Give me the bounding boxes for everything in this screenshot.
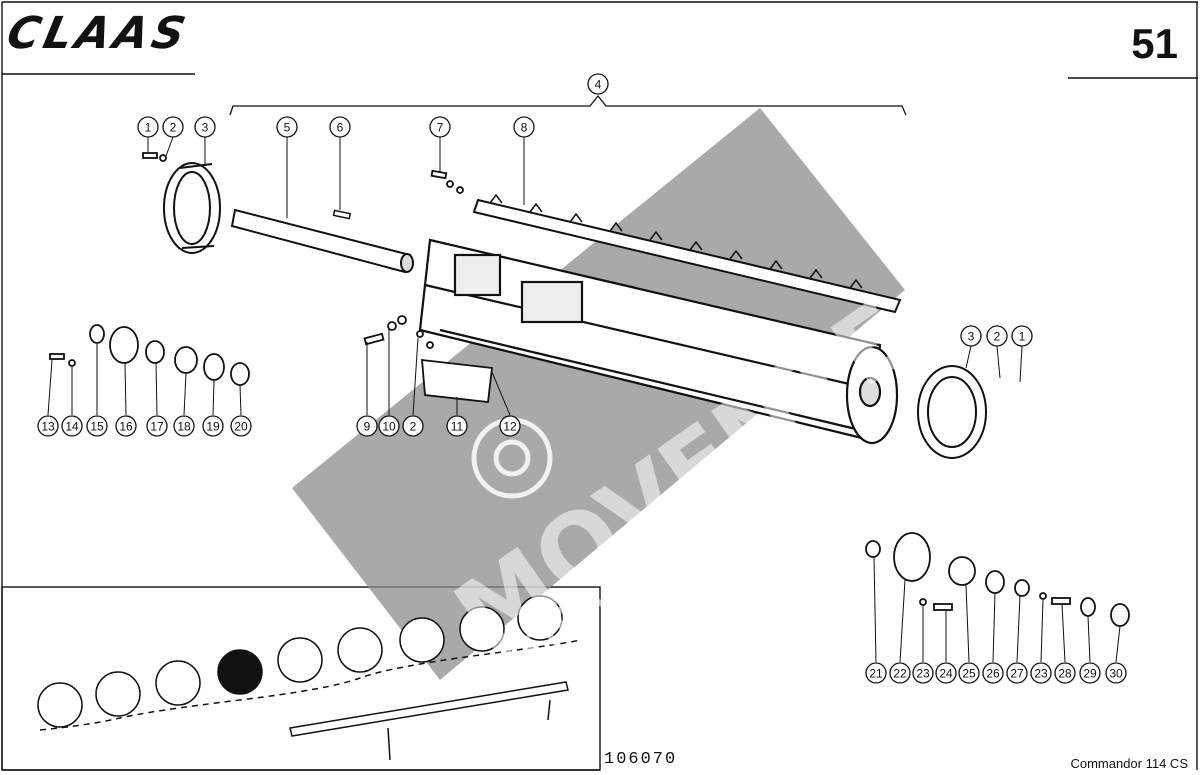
callout-left-group-15: 15 (86, 415, 108, 437)
callout-label: 15 (90, 420, 104, 434)
callout-label: 2 (170, 121, 177, 135)
callout-label: 2 (410, 420, 417, 434)
page-number: 51 (1131, 20, 1178, 67)
callout-label: 30 (1109, 667, 1123, 681)
callout-bottom-right-group-23: 23 (912, 662, 934, 684)
callout-label: 10 (382, 420, 396, 434)
group-4-bracket (229, 94, 907, 116)
callout-top-8: 8 (513, 116, 535, 138)
callout-label: 27 (1010, 667, 1024, 681)
callout-left-group-14: 14 (61, 415, 83, 437)
callout-right-group-3: 3 (960, 325, 982, 347)
callout-label: 2 (994, 330, 1001, 344)
callout-left-group-18: 18 (173, 415, 195, 437)
callout-label: 16 (119, 420, 133, 434)
callout-label: 14 (65, 420, 79, 434)
callout-top-7: 7 (429, 116, 451, 138)
callout-top-5: 5 (276, 116, 298, 138)
callout-label: 12 (503, 420, 517, 434)
callout-bottom-right-group-22: 22 (889, 662, 911, 684)
callout-label: 17 (150, 420, 164, 434)
callout-bottom-right-group-27: 27 (1006, 662, 1028, 684)
callout-bottom-right-group-24: 24 (935, 662, 957, 684)
callout-top-3: 3 (194, 116, 216, 138)
callout-label: 23 (1034, 667, 1048, 681)
callout-right-group-2: 2 (986, 325, 1008, 347)
callout-left-group-19: 19 (202, 415, 224, 437)
callout-label: 5 (284, 121, 291, 135)
callout-label: 6 (337, 121, 344, 135)
top-hardware-parts (142, 152, 464, 194)
callout-top-2: 2 (162, 116, 184, 138)
callout-label: 22 (893, 667, 907, 681)
callout-top-4: 4 (587, 73, 609, 95)
callout-middle-group-10: 10 (378, 415, 400, 437)
callout-middle-group-12: 12 (499, 415, 521, 437)
callout-left-group-16: 16 (115, 415, 137, 437)
callout-label: 3 (202, 121, 209, 135)
shaft-part (230, 208, 414, 274)
left-hardware-parts (49, 324, 250, 386)
callout-label: 20 (234, 420, 248, 434)
callout-label: 3 (968, 330, 975, 344)
callout-label: 21 (869, 667, 883, 681)
callout-top-6: 6 (329, 116, 351, 138)
callout-label: 28 (1058, 667, 1072, 681)
callout-bottom-right-group-30: 30 (1105, 662, 1127, 684)
leader-lines (47, 136, 1121, 663)
callout-bottom-right-group-25: 25 (958, 662, 980, 684)
callout-left-group-17: 17 (146, 415, 168, 437)
drawing-number: 106070 (604, 750, 678, 769)
callout-middle-group-11: 11 (446, 415, 468, 437)
callout-label: 9 (364, 420, 371, 434)
callout-label: 8 (521, 121, 528, 135)
callout-label: 4 (595, 78, 602, 92)
callout-left-group-20: 20 (230, 415, 252, 437)
callout-label: 11 (451, 420, 464, 434)
callout-middle-group-9: 9 (356, 415, 378, 437)
callout-label: 18 (177, 420, 191, 434)
bottom-right-hardware-parts (865, 532, 1130, 627)
rack-part (472, 198, 902, 314)
callout-label: 7 (437, 121, 444, 135)
middle-hardware-parts (363, 315, 493, 403)
callout-label: 1 (145, 121, 152, 135)
callout-label: 24 (939, 667, 953, 681)
callout-left-group-13: 13 (37, 415, 59, 437)
callout-right-group-1: 1 (1011, 325, 1033, 347)
callout-label: 13 (41, 420, 55, 434)
ring-part-right (917, 365, 987, 459)
callout-top-1: 1 (137, 116, 159, 138)
callout-bottom-right-group-29: 29 (1079, 662, 1101, 684)
ring-part-left (163, 162, 221, 254)
callout-middle-group-2: 2 (402, 415, 424, 437)
inset-rotor-chain (37, 595, 581, 761)
model-name: Commandor 114 CS (1070, 756, 1188, 771)
callout-label: 19 (206, 420, 220, 434)
callout-label: 1 (1019, 330, 1026, 344)
callout-label: 26 (986, 667, 1000, 681)
callout-bottom-right-group-28: 28 (1054, 662, 1076, 684)
callout-bottom-right-group-21: 21 (865, 662, 887, 684)
watermark-band (292, 108, 905, 680)
callout-bottom-right-group-26: 26 (982, 662, 1004, 684)
callout-label: 23 (916, 667, 930, 681)
callout-label: 29 (1083, 667, 1097, 681)
callout-label: 25 (962, 667, 976, 681)
key-part (332, 209, 352, 220)
callout-bottom-right-group-23: 23 (1030, 662, 1052, 684)
drum-body (418, 238, 899, 445)
